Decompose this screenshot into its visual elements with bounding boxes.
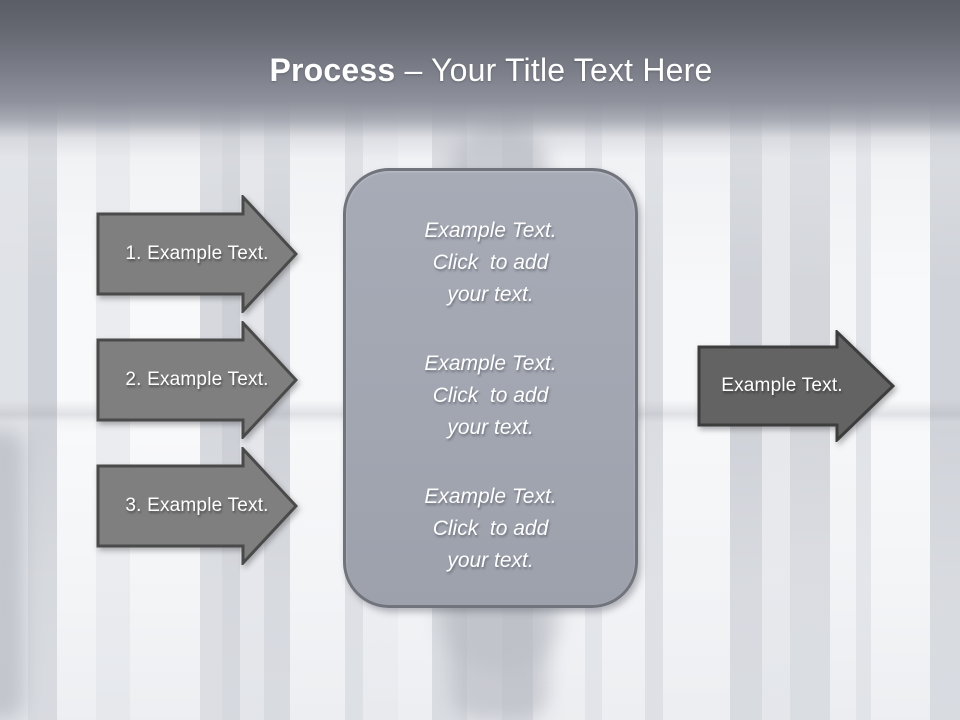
text-line: your text. xyxy=(447,416,534,439)
text-line: your text. xyxy=(447,549,534,572)
process-step-3-arrow[interactable]: 3. Example Text. xyxy=(96,447,298,565)
text-line: Click to add xyxy=(432,251,549,274)
center-text-panel[interactable]: Example Text. Click to add your text. Ex… xyxy=(343,168,638,608)
text-line: Example Text. xyxy=(424,485,557,508)
text-block-3[interactable]: Example Text. Click to add your text. xyxy=(358,481,623,577)
right-arrow-shape-icon xyxy=(697,330,895,442)
result-arrow[interactable]: Example Text. xyxy=(697,330,895,442)
title-bar: Process – Your Title Text Here xyxy=(0,0,960,162)
title-subtitle: – Your Title Text Here xyxy=(395,52,713,88)
process-step-2-arrow[interactable]: 2. Example Text. xyxy=(96,321,298,439)
text-block-2[interactable]: Example Text. Click to add your text. xyxy=(358,348,623,444)
text-line: Click to add xyxy=(432,517,549,540)
left-edge-silhouette xyxy=(0,430,24,720)
right-arrow-shape-icon xyxy=(96,447,298,565)
slide-title[interactable]: Process – Your Title Text Here xyxy=(0,52,960,89)
title-keyword: Process xyxy=(269,52,396,88)
text-line: Example Text. xyxy=(424,219,557,242)
text-line: Example Text. xyxy=(424,352,557,375)
text-line: your text. xyxy=(447,283,534,306)
process-step-1-arrow[interactable]: 1. Example Text. xyxy=(96,195,298,313)
right-arrow-shape-icon xyxy=(96,195,298,313)
text-block-1[interactable]: Example Text. Click to add your text. xyxy=(358,215,623,311)
right-arrow-shape-icon xyxy=(96,321,298,439)
text-line: Click to add xyxy=(432,384,549,407)
